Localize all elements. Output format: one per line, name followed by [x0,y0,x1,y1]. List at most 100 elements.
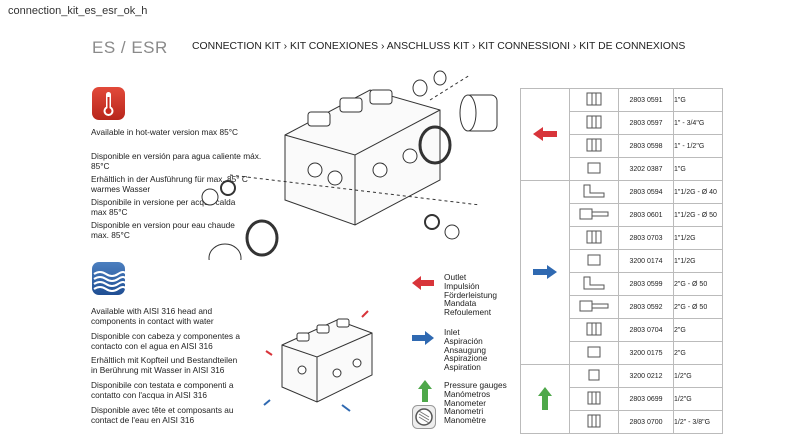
kit-code: 3200 0212 [618,364,674,388]
table-row: 2803 0700 1/2" - 3/8"G [521,410,723,434]
hose-fitting-icon [569,295,619,319]
hot-water-es: Disponible en versión para agua caliente… [91,151,262,171]
legend-gauges-es: Manómetros [444,388,491,399]
legend-gauges-de: Manometer [444,397,486,408]
aisi-de: Erhältlich mit Kopfteil und Bestandteile… [91,355,238,375]
aisi-fr: Disponible avec tête et composants au co… [91,405,234,425]
kit-size: 2"G [673,341,723,365]
table-row: 2803 0599 2"G - Ø 50 [521,272,723,296]
legend-gauges-en: Pressure gauges [444,380,507,390]
kit-size: 1/2"G [673,387,723,411]
kit-size: 2"G [673,318,723,342]
gauges-group-cell [520,364,570,434]
outlet-arrow-icon [412,276,434,290]
kit-code: 3202 0387 [618,157,674,181]
legend-outlet-es: Impulsión [444,280,480,291]
legend-outlet-it: Mandata [444,298,477,309]
legend-gauges: Pressure gauges Manómetros Manometer Man… [444,381,507,425]
hot-water-fr: Disponible en version pour eau chaude ma… [91,220,235,240]
kit-size: 2"G - Ø 50 [673,295,723,319]
aisi-it: Disponibile con testata e componenti a c… [91,380,234,400]
kit-size: 1"1/2G [673,226,723,250]
kit-code: 2803 0704 [618,318,674,342]
legend-outlet: Outlet Impulsión Förderleistung Mandata … [444,273,497,317]
kit-code: 3200 0175 [618,341,674,365]
kit-size: 1"G [673,157,723,181]
hot-water-en: Available in hot-water version max 85°C [91,127,239,137]
kit-code: 3200 0174 [618,249,674,273]
kit-size: 1"1/2G - Ø 40 [673,180,723,204]
kit-code: 2803 0598 [618,134,674,158]
fitting-icon [569,387,619,411]
thermometer-icon [92,87,125,120]
legend-inlet: Inlet Aspiración Ansaugung Aspirazione A… [444,328,487,372]
hot-water-de: Erhältlich in der Ausführung für max. 85… [91,174,248,194]
table-row: 2803 0591 1"G [520,88,723,181]
legend-gauges-it: Manometri [444,406,484,417]
kit-size: 1"1/2G - Ø 50 [673,203,723,227]
legend-outlet-fr: Refoulement [444,307,492,318]
inlet-arrow-icon [412,331,434,345]
kit-size: 1"1/2G [673,249,723,273]
plug-icon [569,157,619,181]
manometer-icon [412,405,436,429]
fitting-icon [569,318,619,342]
plug-icon [569,249,619,273]
legend-inlet-fr: Aspiration [444,362,481,373]
fitting-icon [569,134,619,158]
kit-code: 2803 0700 [618,410,674,434]
kit-size: 1" - 3/4"G [673,111,723,135]
kit-size: 1" - 1/2"G [673,134,723,158]
kit-size: 2"G - Ø 50 [673,272,723,296]
exploded-pump-drawing [201,70,498,260]
fitting-icon [569,410,619,434]
kit-code: 2803 0699 [618,387,674,411]
hose-fitting-icon [569,203,619,227]
water-waves-icon [92,262,125,295]
table-row: 3200 0212 1/2"G [520,364,723,434]
table-row: 2803 0594 1"1/2G - Ø 40 [520,180,723,365]
kit-table: 2803 0591 1"G 2803 0597 1" - 3/4"G 2803 … [520,88,723,434]
aisi-en: Available with AISI 316 head and compone… [91,306,214,326]
inlet-arrow-icon [533,264,557,279]
elbow-fitting-icon [569,180,619,204]
legend-inlet-it: Aspirazione [444,353,488,364]
kit-size: 1/2"G [673,364,723,388]
table-row: 3202 0387 1"G [521,157,723,181]
legend-inlet-es: Aspiración [444,335,483,346]
legend-gauges-fr: Manomètre [444,415,486,426]
fitting-icon [569,111,619,135]
kit-size: 1/2" - 3/8"G [673,410,723,434]
legend-outlet-de: Förderleistung [444,289,498,300]
elbow-fitting-icon [569,272,619,296]
outlet-group-cell [520,88,570,181]
table-row: 2803 0597 1" - 3/4"G [521,111,723,135]
model-title: ES / ESR [92,38,168,57]
kit-code: 2803 0599 [618,272,674,296]
kit-code: 2803 0601 [618,203,674,227]
kit-code: 2803 0592 [618,295,674,319]
pump-flow-drawing [263,310,373,412]
plug-icon [569,364,619,388]
kit-size: 1"G [673,88,723,112]
kit-code: 2803 0703 [618,226,674,250]
gauges-arrow-icon [418,380,432,402]
gauges-arrow-icon [538,386,552,410]
legend-outlet-en: Outlet [444,272,467,282]
hot-water-it: Disponibile in versione per acqua calda … [91,197,236,217]
kit-code: 2803 0591 [618,88,674,112]
page-heading: CONNECTION KIT › KIT CONEXIONES › ANSCHL… [192,41,686,52]
legend-inlet-en: Inlet [444,327,460,337]
aisi-es: Disponible con cabeza y componentes a co… [91,331,240,351]
inlet-group-cell [520,180,570,365]
table-row: 3200 0175 2"G [521,341,723,365]
kit-code: 2803 0594 [618,180,674,204]
fitting-icon [569,88,619,112]
kit-code: 2803 0597 [618,111,674,135]
fitting-icon [569,226,619,250]
file-name: connection_kit_es_esr_ok_h [8,5,148,17]
plug-icon [569,341,619,365]
legend-inlet-de: Ansaugung [444,344,486,355]
table-row: 2803 0704 2"G [521,318,723,342]
outlet-arrow-icon [533,126,557,141]
